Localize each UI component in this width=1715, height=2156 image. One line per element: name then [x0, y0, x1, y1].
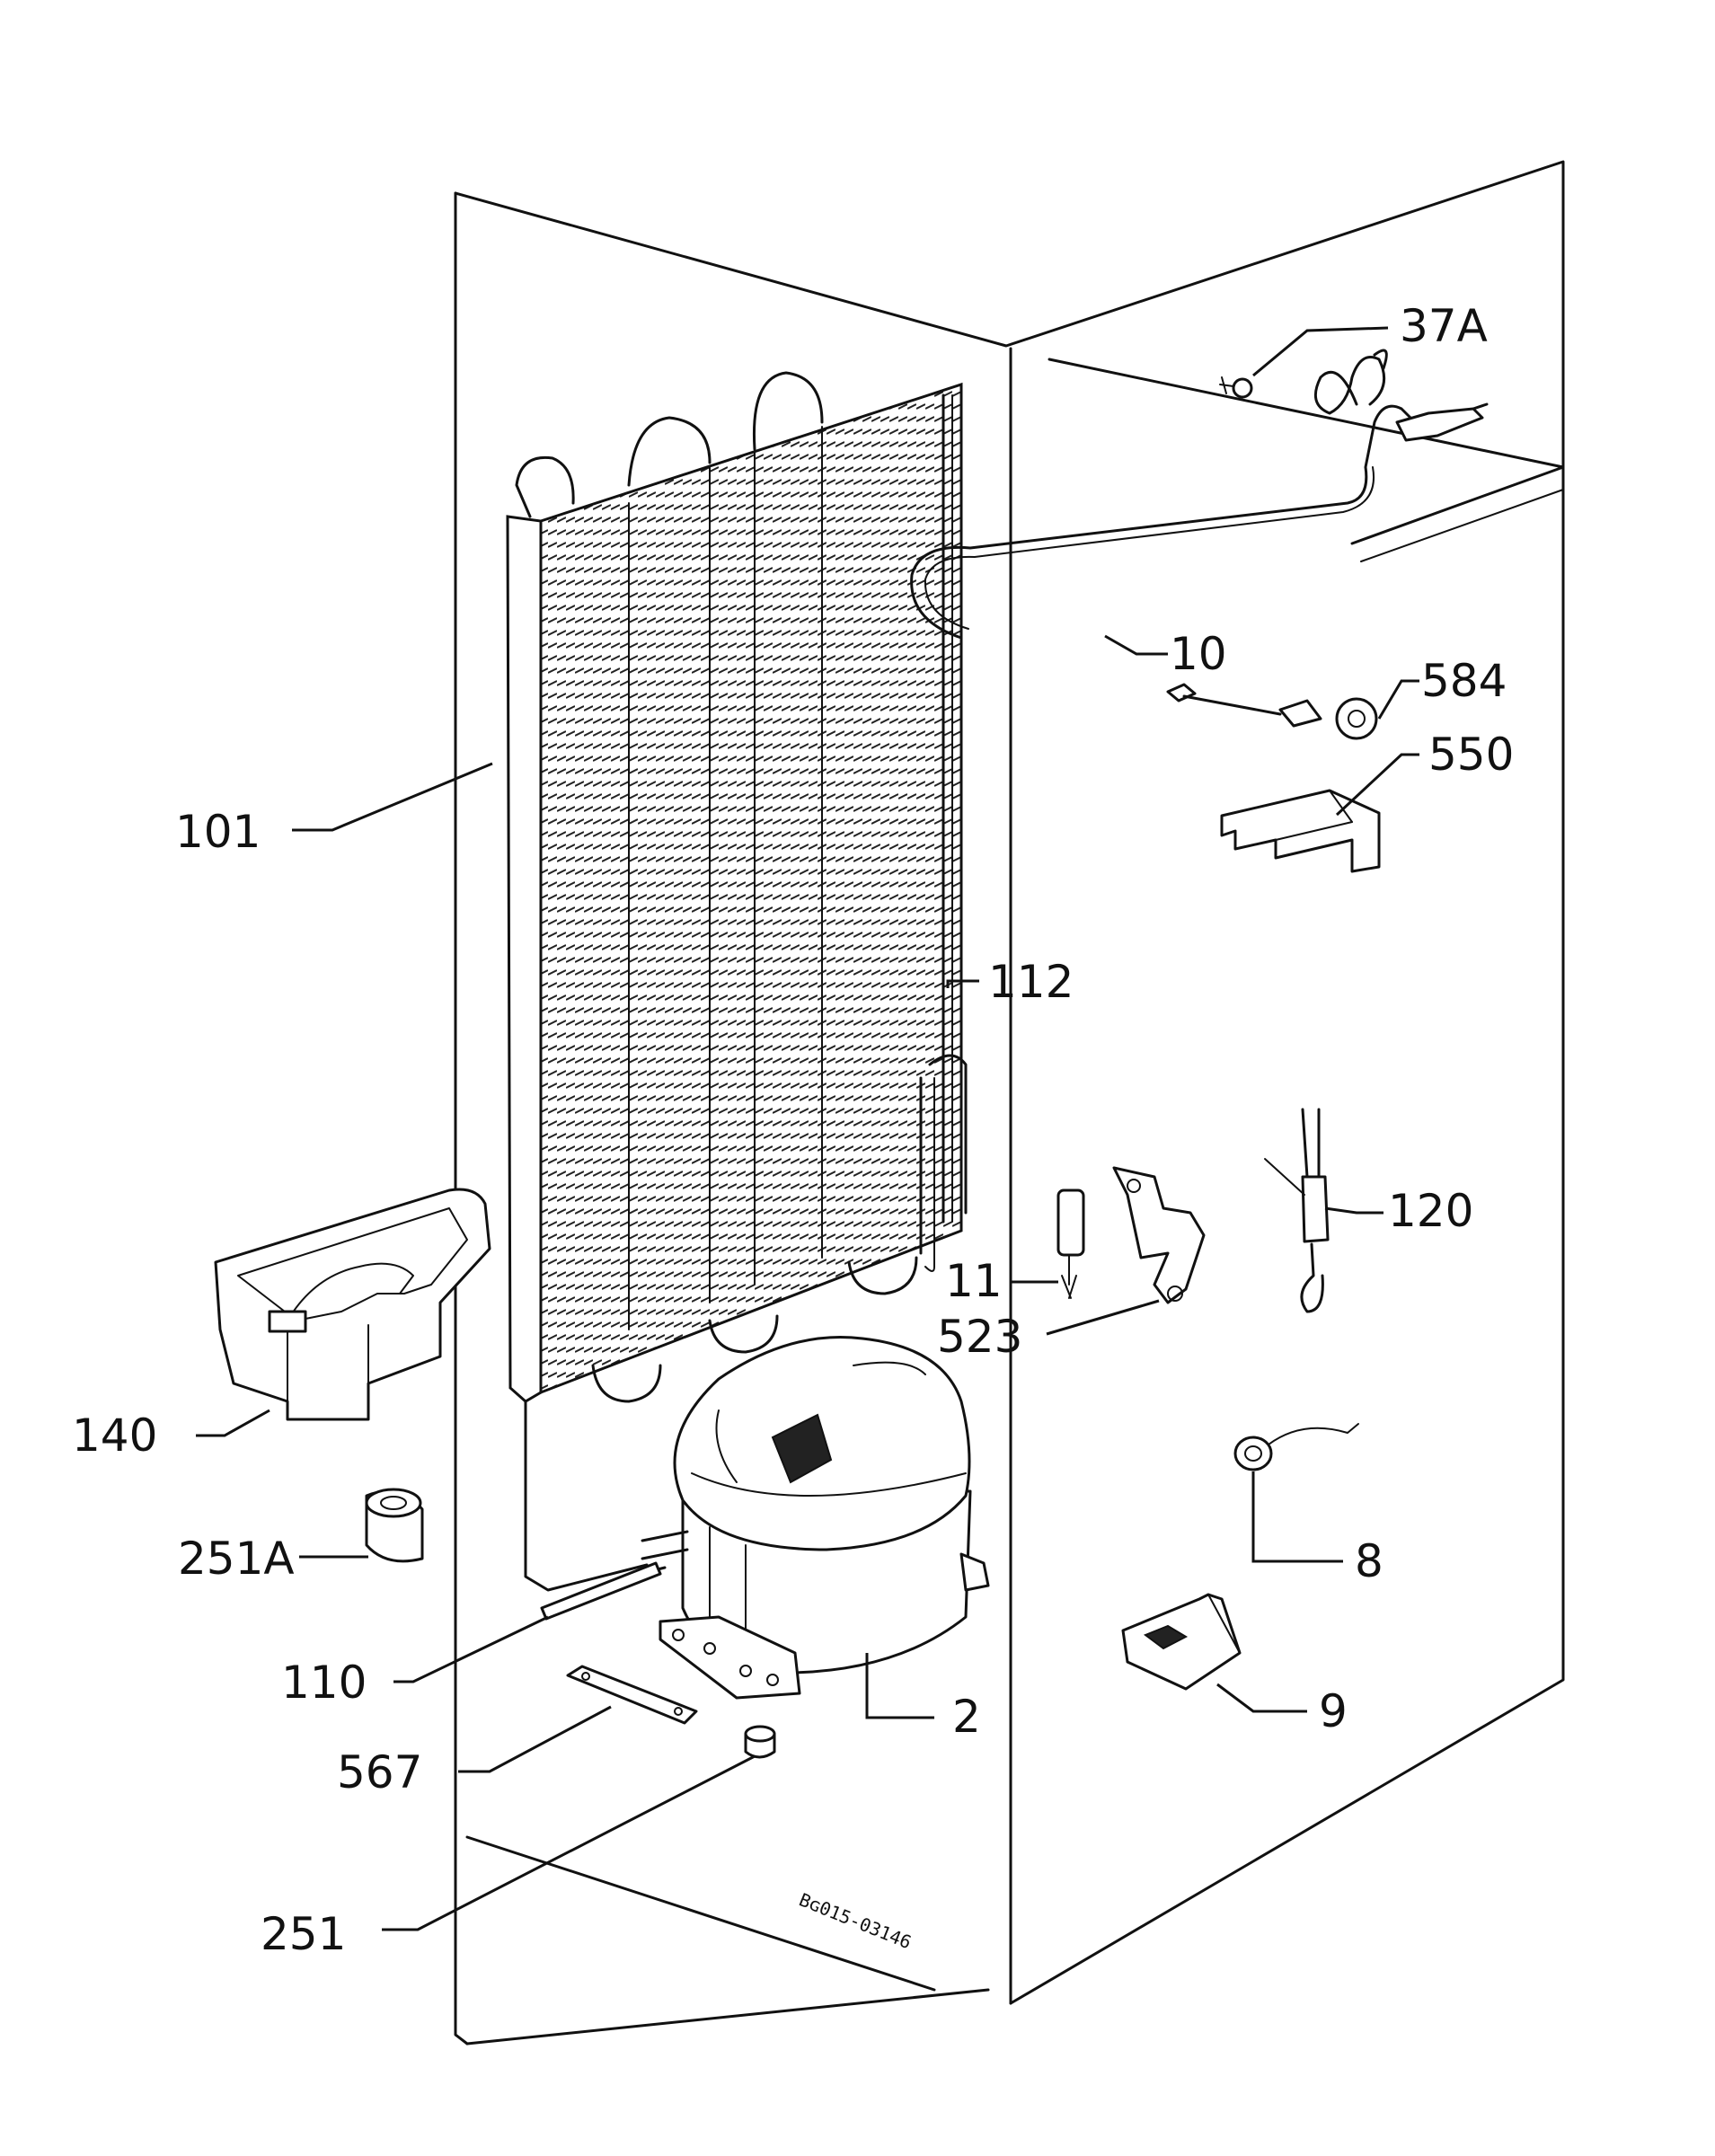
label-8: 8: [1355, 1535, 1383, 1587]
bracket-part-550: [1220, 789, 1381, 873]
label-120: 120: [1388, 1185, 1473, 1237]
sleeve-part-251A: [365, 1488, 424, 1563]
label-9: 9: [1319, 1685, 1348, 1737]
label-101: 101: [175, 806, 261, 858]
label-2: 2: [952, 1691, 981, 1743]
sensor-part-584: [1166, 683, 1378, 740]
capillary-tube: [910, 349, 1489, 640]
compressor-part-2: [627, 1335, 990, 1700]
grommet-part-8: [1233, 1423, 1359, 1471]
drip-tray-part-140: [214, 1188, 491, 1421]
label-251: 251: [261, 1908, 346, 1960]
label-37A: 37A: [1400, 300, 1488, 352]
label-550: 550: [1428, 729, 1514, 781]
holder-part-9: [1121, 1593, 1242, 1691]
probe-part-120: [1264, 1108, 1330, 1313]
label-110: 110: [281, 1657, 367, 1709]
relay-part-11: [1056, 1188, 1085, 1299]
clip-part-37A: [1219, 376, 1253, 399]
clamp-part-523: [1112, 1166, 1206, 1304]
strap-part-567: [566, 1665, 698, 1725]
refrigerator-cabinet: [454, 160, 1565, 2046]
grommet-part-251: [744, 1725, 776, 1759]
label-251A: 251A: [178, 1533, 295, 1585]
callout-leaders: [196, 326, 1419, 1931]
label-584: 584: [1421, 655, 1507, 707]
label-112: 112: [988, 956, 1074, 1008]
drier-tube-part-112: [919, 983, 968, 1272]
condenser: [506, 371, 963, 1592]
label-11: 11: [945, 1255, 1003, 1307]
label-140: 140: [72, 1409, 157, 1462]
part-labels: 37A 10 584 550 101 112 120 11 523 140 25…: [72, 300, 1514, 1960]
label-523: 523: [937, 1311, 1022, 1363]
label-567: 567: [337, 1746, 422, 1798]
drawing-code: Bɢ015-03146: [796, 1888, 915, 1953]
filter-tube-part-110: [540, 1561, 662, 1621]
label-10: 10: [1170, 628, 1227, 680]
